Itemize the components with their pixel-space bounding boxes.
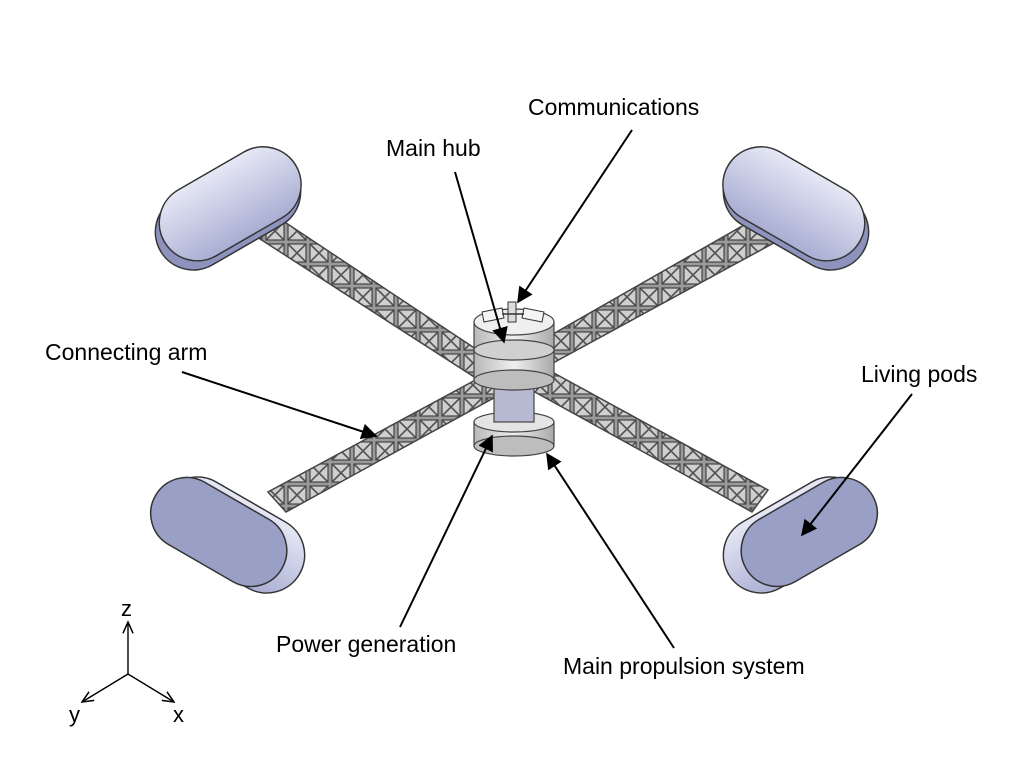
axis-label-y: y: [69, 702, 80, 727]
leader-main-propulsion: [546, 452, 675, 649]
label-main-propulsion: Main propulsion system: [563, 653, 805, 679]
arm-lower-right: [533, 371, 770, 513]
leader-lines: [181, 129, 913, 649]
truss-arms: [241, 206, 785, 513]
leader-main-hub: [454, 171, 508, 344]
main-hub: [473, 308, 555, 457]
axes-indicator: [82, 622, 174, 702]
pod-lower-left: [149, 476, 306, 594]
arm-upper-left: [241, 206, 502, 383]
leader-connecting-arm: [181, 371, 378, 440]
axis-label-x: x: [173, 702, 184, 727]
label-main-hub: Main hub: [386, 135, 481, 161]
leader-living-pods: [801, 393, 913, 537]
axis-label-z: z: [121, 596, 132, 621]
pod-upper-left: [154, 146, 302, 271]
label-communications: Communications: [528, 94, 700, 120]
pod-upper-right: [722, 146, 870, 271]
label-power-generation: Power generation: [276, 631, 457, 657]
arm-upper-right: [523, 212, 785, 371]
leader-communications: [517, 129, 633, 304]
x-axis-line: [127, 673, 174, 702]
communications-antenna: [481, 301, 545, 323]
label-living-pods: Living pods: [861, 361, 978, 387]
leader-power-generation: [399, 434, 493, 628]
y-axis-line: [82, 673, 129, 702]
label-connecting-arm: Connecting arm: [45, 339, 208, 365]
